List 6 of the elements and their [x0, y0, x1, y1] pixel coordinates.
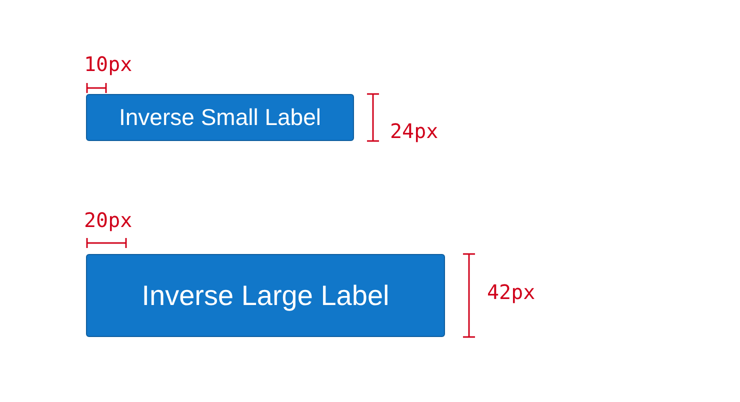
label-chip: Inverse Large Label [86, 254, 445, 337]
label-chip: Inverse Small Label [86, 94, 354, 141]
dimension-label: 24px [390, 121, 438, 141]
dimension-label: 20px [84, 210, 132, 230]
dimension-label: 10px [84, 54, 132, 74]
dimension-label: 42px [487, 282, 536, 302]
